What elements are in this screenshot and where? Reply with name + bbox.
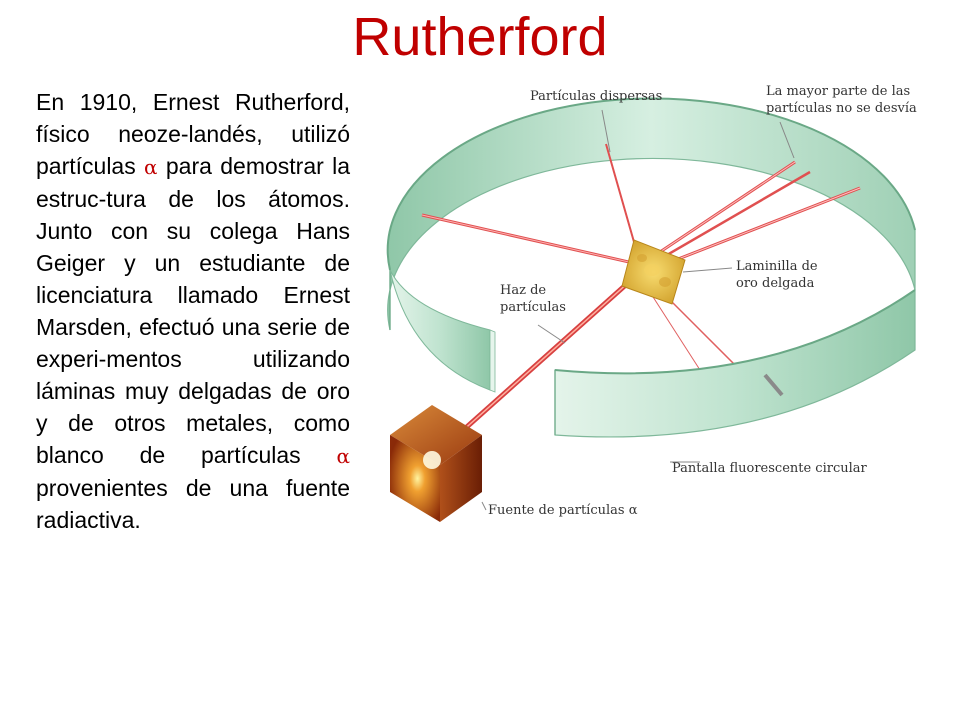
body-text: En 1910, Ernest Rutherford, físico neoze… [36, 86, 350, 536]
label-particle-beam-line-2: partículas [500, 300, 566, 315]
impact-mark [763, 373, 784, 397]
rutherford-experiment-diagram: Partículas dispersas La mayor parte de l… [386, 84, 917, 522]
label-most-particles-line-1: La mayor parte de las [766, 84, 910, 99]
slide-title: Rutherford [352, 7, 608, 67]
gold-foil [621, 239, 686, 305]
alpha-symbol: α [336, 444, 351, 468]
fluorescent-screen-back [386, 97, 916, 391]
alpha-symbol: α [144, 155, 158, 179]
leader-lines [481, 109, 795, 511]
body-text-part-1: En 1910, Ernest Rutherford, físico neoze… [36, 89, 350, 179]
scattered-ray [645, 285, 701, 371]
label-scattered-particles: Partículas dispersas [530, 89, 662, 104]
fluorescent-screen-front [489, 288, 916, 438]
label-most-particles-line-2: partículas no se desvía [766, 101, 917, 116]
scattered-ray [421, 214, 643, 266]
undeflected-rays [644, 160, 861, 272]
label-particle-source: Fuente de partículas α [488, 503, 638, 518]
label-fluorescent-screen: Pantalla fluorescente circular [672, 461, 868, 476]
label-gold-foil-line-1: Laminilla de [736, 259, 818, 274]
particle-source [390, 405, 482, 522]
label-gold-foil-line-2: oro delgada [736, 276, 815, 291]
body-text-part-3: provenientes de una fuente radiactiva. [36, 475, 350, 533]
label-particle-beam-line-1: Haz de [500, 283, 546, 298]
body-text-part-2: para demostrar la estruc-tura de los áto… [36, 153, 351, 468]
scattered-ray [605, 143, 639, 257]
